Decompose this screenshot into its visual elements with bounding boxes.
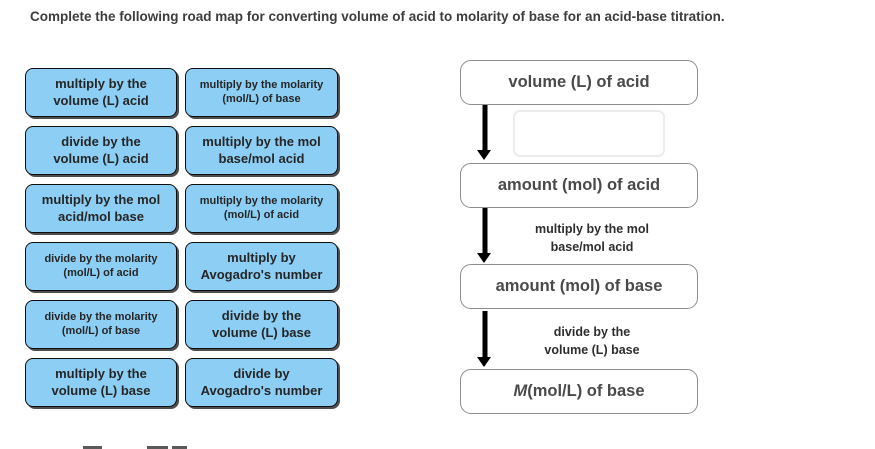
cutoff-text-fragment [172,446,187,449]
tile-divide-volume-acid[interactable]: divide by the volume (L) acid [25,126,177,175]
tile-bank: multiply by the volume (L) acid multiply… [25,68,339,407]
cutoff-text-fragment [147,446,168,449]
down-arrow-icon [477,105,492,160]
tile-multiply-volume-base[interactable]: multiply by the volume (L) base [25,358,177,407]
tile-multiply-mol-acid-per-mol-base[interactable]: multiply by the mol acid/mol base [25,184,177,233]
tile-divide-molarity-acid[interactable]: divide by the molarity (mol/L) of acid [25,242,177,291]
tile-multiply-molarity-base[interactable]: multiply by the molarity (mol/L) of base [185,68,338,117]
arrow-label-divide-volume-base: divide by the volume (L) base [544,325,640,357]
tile-multiply-avogadros-number[interactable]: multiply by Avogadro's number [185,242,338,291]
flow-node-molarity-base: M (mol/L) of base [460,369,698,414]
tile-divide-avogadros-number[interactable]: divide by Avogadro's number [185,358,338,407]
down-arrow-icon [477,311,492,367]
tile-multiply-mol-base-per-mol-acid[interactable]: multiply by the mol base/mol acid [185,126,338,175]
tile-multiply-molarity-acid[interactable]: multiply by the molarity (mol/L) of acid [185,184,338,233]
arrow-label-mol-ratio: multiply by the mol base/mol acid [535,222,649,254]
tile-divide-volume-base[interactable]: divide by the volume (L) base [185,300,338,349]
cutoff-text-fragment [83,446,102,449]
flow-node-volume-acid: volume (L) of acid [460,60,698,105]
page-title: Complete the following road map for conv… [30,9,725,24]
flow-node-amount-mol-base: amount (mol) of base [460,264,698,309]
answer-drop-zone[interactable] [513,110,665,157]
tile-multiply-volume-acid[interactable]: multiply by the volume (L) acid [25,68,177,117]
molarity-symbol: M [513,382,528,400]
flow-node-amount-mol-acid: amount (mol) of acid [460,163,698,208]
tile-divide-molarity-base[interactable]: divide by the molarity (mol/L) of base [25,300,177,349]
down-arrow-icon [477,208,492,263]
